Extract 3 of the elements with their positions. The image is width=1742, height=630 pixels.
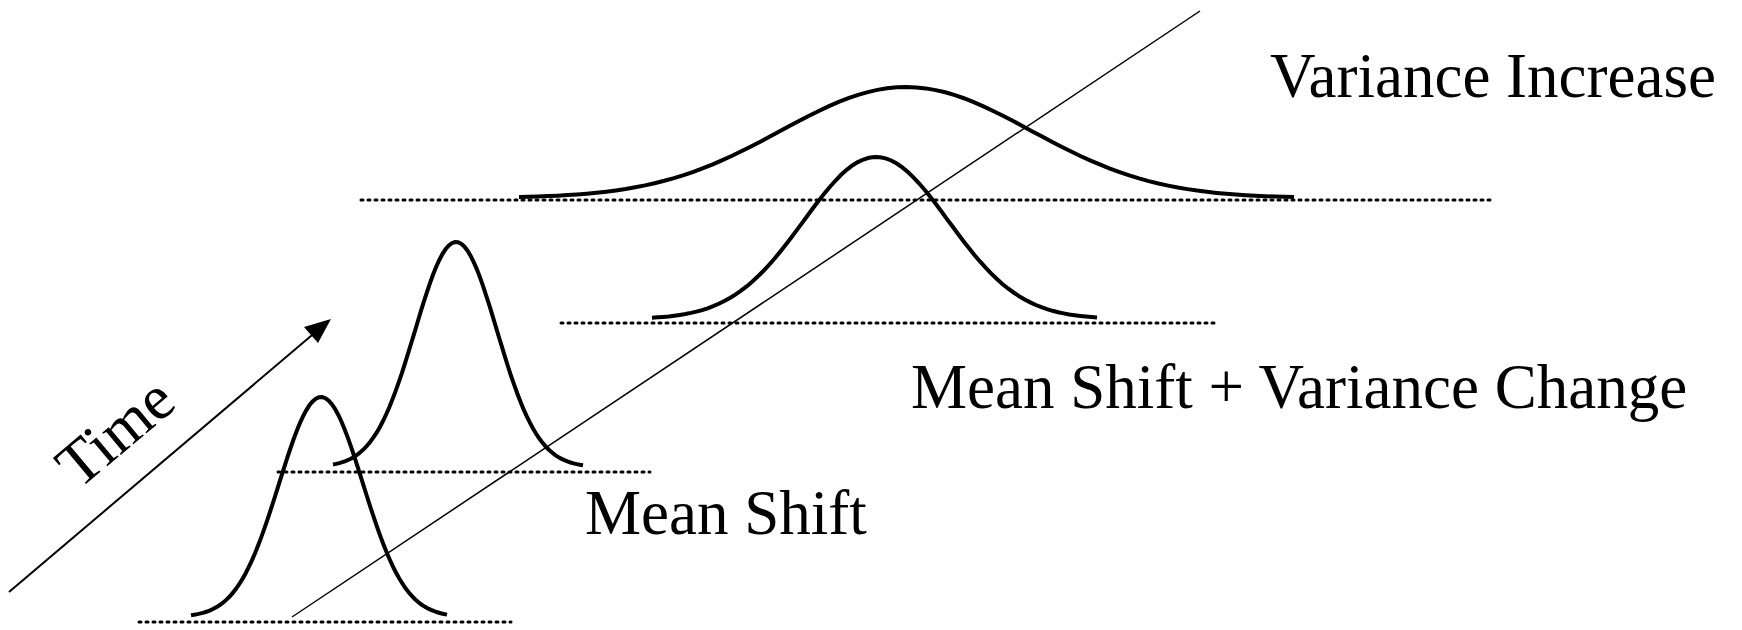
- text-label: Mean Shift: [585, 482, 867, 545]
- text-label: Variance Increase: [1270, 45, 1716, 108]
- text-label: Time: [45, 366, 186, 499]
